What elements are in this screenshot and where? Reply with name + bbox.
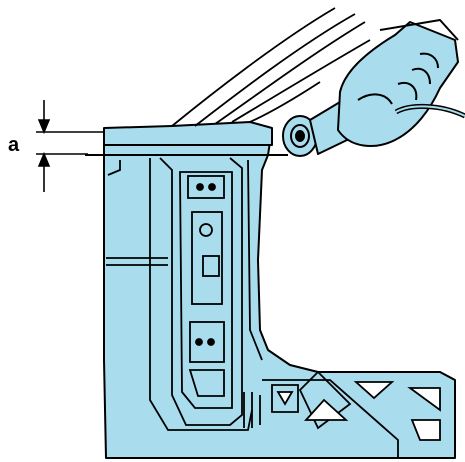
sill-frame [243, 370, 456, 458]
upper-bracket [187, 175, 225, 199]
gloved-hand-icon [337, 19, 459, 147]
body-panel [85, 121, 456, 459]
roof-rail [171, 7, 371, 127]
middle-bracket [191, 211, 223, 305]
dimension-marker [36, 100, 104, 192]
triangle-cutout [303, 398, 349, 421]
pillar-top-cap [103, 121, 273, 146]
inner-reinforcement [106, 157, 263, 431]
dimension-label-a: a [8, 134, 20, 156]
channel-holes [187, 175, 225, 397]
